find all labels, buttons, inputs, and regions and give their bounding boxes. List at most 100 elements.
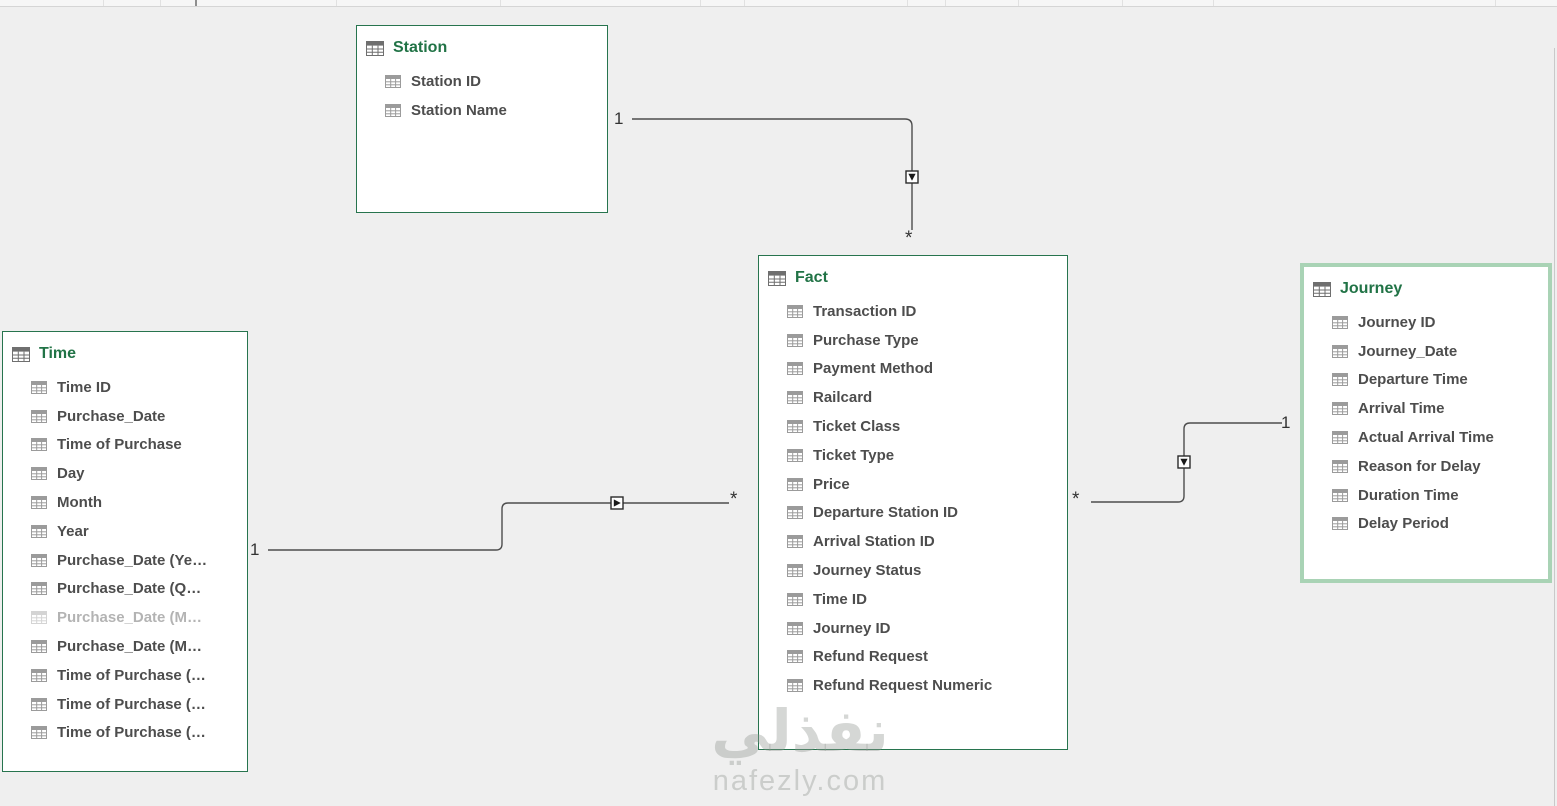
field-label: Year [57, 522, 89, 540]
table-station[interactable]: Station Station ID Station Name [356, 25, 608, 213]
table-fact[interactable]: Fact Transaction ID Purchase Type [758, 255, 1068, 750]
field-label: Payment Method [813, 360, 934, 378]
field-list: Transaction ID Purchase Type Payment Met… [759, 288, 1067, 700]
field-row[interactable]: Refund Request Numeric [759, 671, 1067, 700]
table-journey[interactable]: Journey Journey ID Journey_Date [1300, 263, 1552, 583]
field-row[interactable]: Arrival Time [1304, 394, 1548, 423]
field-row[interactable]: Duration Time [1304, 481, 1548, 510]
field-icon [787, 477, 803, 491]
field-icon [31, 380, 47, 394]
field-row[interactable]: Purchase_Date (M… [3, 603, 247, 632]
field-icon [1332, 315, 1348, 329]
field-label: Journey Status [813, 562, 922, 580]
field-icon [787, 564, 803, 578]
field-row[interactable]: Departure Time [1304, 366, 1548, 395]
relationship-line-time-fact[interactable] [268, 496, 729, 551]
table-header[interactable]: Time [3, 332, 247, 364]
field-label: Journey_Date [1358, 342, 1458, 360]
field-label: Purchase Type [813, 331, 919, 349]
field-label: Purchase_Date (Q… [57, 580, 202, 598]
table-header[interactable]: Station [357, 26, 607, 58]
field-row[interactable]: Purchase Type [759, 326, 1067, 355]
field-row[interactable]: Month [3, 488, 247, 517]
field-icon [787, 448, 803, 462]
field-row[interactable]: Payment Method [759, 355, 1067, 384]
pane-edge [1554, 48, 1555, 806]
field-row[interactable]: Purchase_Date (M… [3, 632, 247, 661]
field-row[interactable]: Time of Purchase [3, 431, 247, 460]
field-row[interactable]: Railcard [759, 383, 1067, 412]
field-label: Refund Request [813, 648, 929, 666]
field-label: Transaction ID [813, 302, 917, 320]
field-row[interactable]: Station ID [357, 67, 607, 96]
field-label: Reason for Delay [1358, 457, 1481, 475]
field-icon [31, 409, 47, 423]
field-label: Price [813, 475, 850, 493]
table-time[interactable]: Time Time ID Purchase_Date Tim [2, 331, 248, 772]
field-label: Journey ID [1358, 313, 1436, 331]
field-row[interactable]: Journey ID [1304, 308, 1548, 337]
field-label: Delay Period [1358, 515, 1449, 533]
field-row[interactable]: Time of Purchase (… [3, 661, 247, 690]
divider [1213, 0, 1214, 6]
divider [1495, 0, 1496, 6]
field-row[interactable]: Delay Period [1304, 510, 1548, 539]
cardinality-one-label: 1 [250, 540, 260, 559]
field-row[interactable]: Price [759, 470, 1067, 499]
field-icon [787, 592, 803, 606]
field-icon [1332, 517, 1348, 531]
field-label: Arrival Station ID [813, 533, 935, 551]
field-label: Time ID [57, 378, 111, 396]
field-row[interactable]: Departure Station ID [759, 499, 1067, 528]
field-row[interactable]: Journey ID [759, 614, 1067, 643]
field-label: Departure Time [1358, 371, 1468, 389]
field-icon [787, 621, 803, 635]
field-label: Time of Purchase (… [57, 666, 206, 684]
field-label: Time of Purchase (… [57, 724, 206, 742]
table-title: Station [393, 39, 448, 56]
field-label: Ticket Type [813, 446, 895, 464]
field-row[interactable]: Time ID [3, 373, 247, 402]
field-row[interactable]: Year [3, 517, 247, 546]
cardinality-many-label: * [730, 489, 738, 510]
field-label: Departure Station ID [813, 504, 959, 522]
field-list: Station ID Station Name [357, 58, 607, 125]
field-icon [31, 697, 47, 711]
divider [1018, 0, 1019, 6]
divider [945, 0, 946, 6]
relationship-line-journey-fact[interactable] [1091, 422, 1282, 503]
table-header[interactable]: Fact [759, 256, 1067, 288]
field-row[interactable]: Ticket Type [759, 441, 1067, 470]
field-row[interactable]: Purchase_Date (Q… [3, 575, 247, 604]
field-icon [31, 467, 47, 481]
cardinality-many-label: * [1072, 489, 1080, 510]
field-row[interactable]: Journey Status [759, 556, 1067, 585]
field-row[interactable]: Reason for Delay [1304, 452, 1548, 481]
field-row[interactable]: Purchase_Date [3, 402, 247, 431]
field-row[interactable]: Time ID [759, 585, 1067, 614]
field-label: Actual Arrival Time [1358, 429, 1494, 447]
table-icon [768, 270, 786, 286]
field-row[interactable]: Actual Arrival Time [1304, 423, 1548, 452]
field-row[interactable]: Ticket Class [759, 412, 1067, 441]
arrow-right-icon [613, 499, 621, 507]
field-icon [1332, 373, 1348, 387]
table-header[interactable]: Journey [1304, 267, 1548, 299]
field-row[interactable]: Journey_Date [1304, 337, 1548, 366]
field-row[interactable]: Station Name [357, 96, 607, 125]
field-row[interactable]: Transaction ID [759, 297, 1067, 326]
field-icon [787, 650, 803, 664]
field-row[interactable]: Day [3, 459, 247, 488]
field-label: Purchase_Date (Ye… [57, 551, 208, 569]
field-row[interactable]: Refund Request [759, 643, 1067, 672]
field-row[interactable]: Arrival Station ID [759, 527, 1067, 556]
cardinality-one-label: 1 [614, 109, 624, 128]
field-icon [31, 668, 47, 682]
field-row[interactable]: Purchase_Date (Ye… [3, 546, 247, 575]
field-row[interactable]: Time of Purchase (… [3, 719, 247, 748]
field-row[interactable]: Time of Purchase (… [3, 690, 247, 719]
field-icon [787, 420, 803, 434]
cardinality-one-label: 1 [1281, 413, 1291, 432]
relationship-line-station-fact[interactable] [632, 118, 919, 230]
